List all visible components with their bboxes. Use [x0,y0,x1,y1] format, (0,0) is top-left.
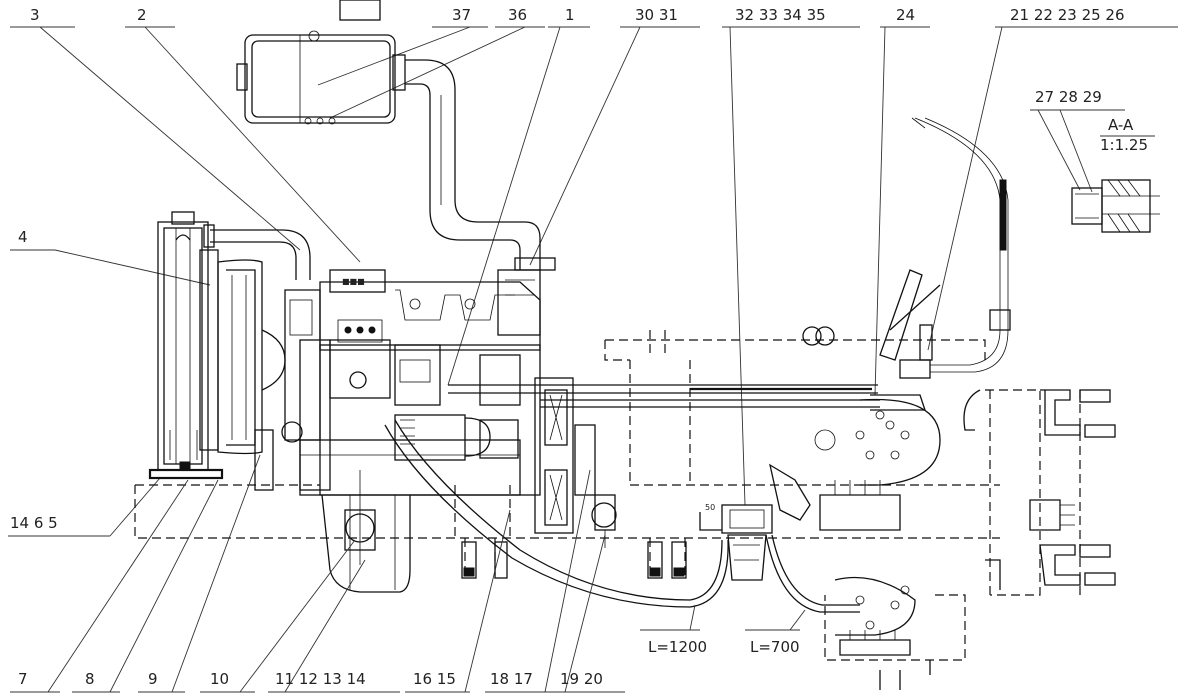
callout-10: 10 [210,670,229,688]
callout-18-17: 18 17 [490,670,533,688]
svg-text:■■■: ■■■ [342,277,365,286]
transmission-parts [769,389,1001,690]
callout-14-6-5: 14 6 5 [10,514,58,532]
callout-19-20: 19 20 [560,670,603,688]
radiator [148,211,224,480]
callout-3: 3 [30,6,40,24]
callout-24: 24 [896,6,915,24]
callout-30-31: 30 31 [635,6,678,24]
callout-9: 9 [148,670,158,688]
callout-32-35: 32 33 34 35 [735,6,826,24]
throttle-rods [448,384,880,408]
fuel-hoses: L=1200 L=700 [384,419,860,656]
hose-length-1200: L=1200 [648,638,707,656]
callout-4: 4 [18,228,28,246]
section-title: A-A [1108,116,1134,134]
section-detail: A-A 1:1.25 [1071,116,1160,233]
callout-16-15: 16 15 [413,670,456,688]
callout-21-26: 21 22 23 25 26 [1010,6,1125,24]
section-scale: 1:1.25 [1100,136,1148,154]
callout-11-14: 11 12 13 14 [275,670,366,688]
dimension-50: 50 [705,503,715,512]
callout-2: 2 [137,6,147,24]
engine-block: ■■■ [281,257,556,593]
callout-36: 36 [508,6,527,24]
callout-27-29: 27 28 29 [1035,88,1102,106]
callout-37: 37 [452,6,471,24]
fuel-filter: 50 [699,503,773,581]
callout-7: 7 [18,670,28,688]
hose-length-700: L=700 [750,638,800,656]
bottom-callouts: 7 8 9 10 11 12 13 14 16 15 18 17 19 20 [10,454,625,693]
air-filter [236,0,406,125]
radiator-hose [203,224,311,280]
intake-pipe [405,59,541,270]
engine-mounts [345,502,687,579]
side-callouts: 4 14 6 5 27 28 29 [8,88,1125,537]
flywheel-housing [534,377,616,548]
pedal-linkage [802,117,1011,411]
callout-8: 8 [85,670,95,688]
top-callouts: 3 2 37 36 1 30 31 32 33 34 35 24 21 22 2… [10,6,1178,506]
yoke-forks [1029,389,1116,586]
callout-1: 1 [565,6,575,24]
fan [217,259,286,491]
